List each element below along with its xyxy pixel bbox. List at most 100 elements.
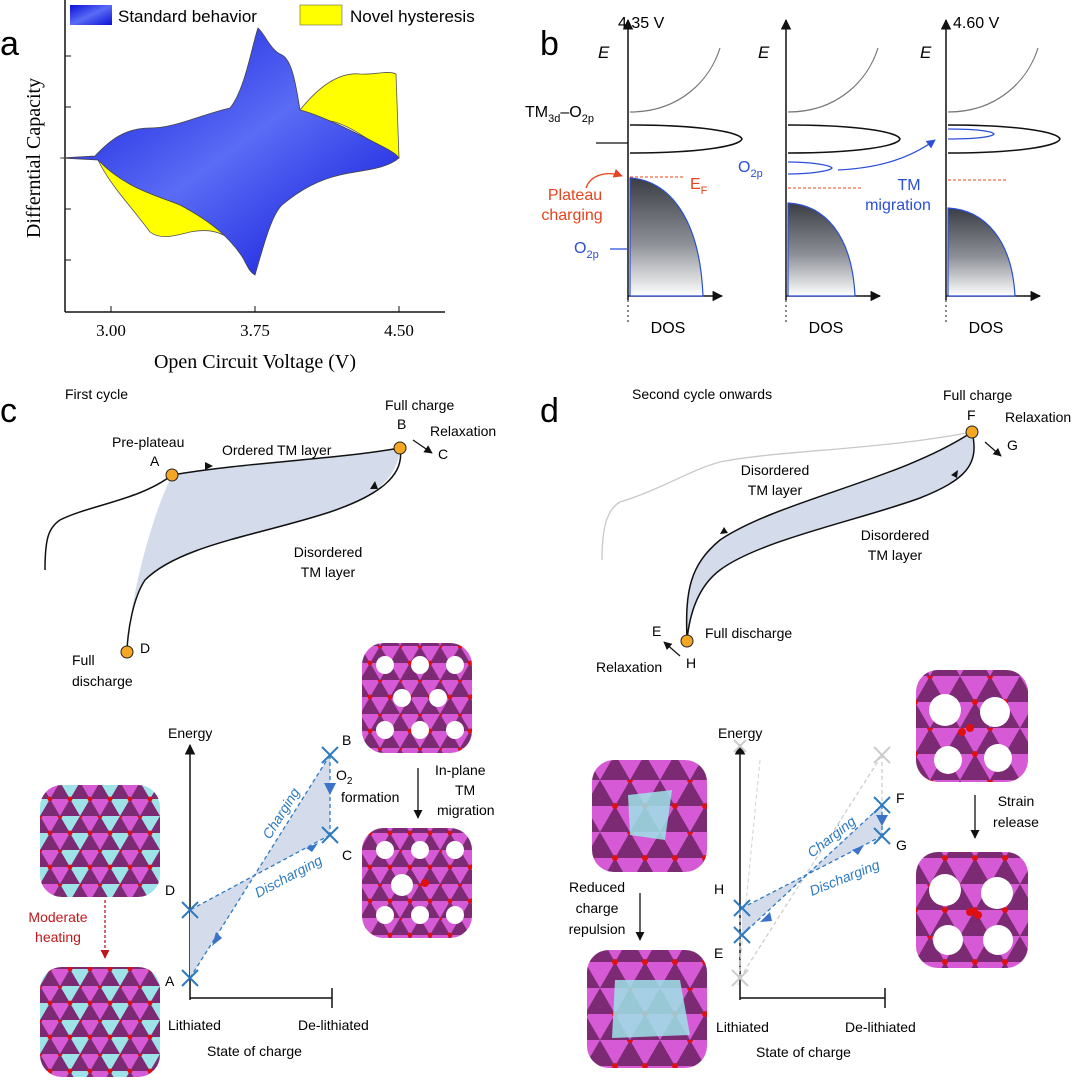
- point-a-label: A: [150, 453, 160, 469]
- xtick-label: 3.75: [240, 321, 270, 340]
- point-a-label: A: [165, 973, 175, 989]
- point-f: [965, 425, 979, 439]
- direction-arrow: [306, 843, 318, 852]
- plateau-label-1: Plateau: [548, 187, 602, 204]
- tm-migration-label-2: migration: [865, 197, 931, 214]
- direction-arrow: [852, 845, 864, 855]
- panel-d-title: Second cycle onwards: [632, 386, 772, 402]
- legend-label-novel: Novel hysteresis: [350, 7, 475, 26]
- dos-label: DOS: [809, 320, 844, 337]
- panel-c-label: c: [0, 392, 17, 430]
- strain-label-1: Strain: [998, 793, 1035, 809]
- energy-axis-label: E: [920, 43, 932, 62]
- cross-a: [181, 969, 199, 987]
- dos-label: DOS: [969, 320, 1004, 337]
- point-b: [393, 441, 407, 455]
- point-c-label: C: [342, 847, 352, 863]
- charging-line: [189, 754, 331, 979]
- o2-label: O2: [336, 767, 353, 787]
- structure-tile-after-repulsion: [587, 950, 707, 1068]
- lithiated-label: Lithiated: [168, 1017, 221, 1033]
- cross-e: [733, 926, 751, 944]
- repulsion-label-3: repulsion: [569, 921, 626, 937]
- relaxation-label: Relaxation: [1005, 409, 1071, 425]
- cross-g: [873, 827, 891, 845]
- cross-b: [321, 746, 339, 764]
- dos-plot-2: [780, 18, 901, 325]
- full-charge-label: Full charge: [385, 397, 454, 413]
- inplane-label-1: In-plane: [435, 762, 486, 778]
- point-h: [680, 634, 694, 648]
- discharging-line: [189, 834, 331, 911]
- discharging-label: Discharging: [807, 856, 882, 899]
- voltage-label-left: 4.35 V: [618, 15, 665, 32]
- soc-label: State of charge: [207, 1043, 302, 1059]
- cross-d: [181, 901, 199, 919]
- cross-h: [733, 899, 751, 917]
- plateau-arrow: [585, 168, 623, 189]
- first-cycle-trace: [601, 431, 973, 561]
- repulsion-label-2: charge: [576, 900, 619, 916]
- structure-tile-pristine: [40, 785, 160, 897]
- dos-label: DOS: [651, 320, 686, 337]
- energy-label: Energy: [168, 725, 212, 741]
- point-d-label: D: [140, 640, 150, 656]
- cross-c: [321, 826, 339, 844]
- disordered-label-2: TM layer: [301, 564, 356, 580]
- discharging-line: [741, 835, 883, 909]
- standard-behavior-area: [59, 27, 400, 276]
- point-b-label: B: [397, 416, 406, 432]
- direction-arrow: [205, 462, 213, 470]
- voltage-label-right: 4.60 V: [953, 15, 1000, 32]
- panel-d: d Second cycle onwards Full charge F Rel…: [540, 386, 1071, 1068]
- point-h-label: H: [686, 655, 696, 671]
- hysteresis-area: [127, 448, 400, 650]
- discharging-label: Discharging: [252, 852, 325, 901]
- point-g-label: G: [1007, 437, 1018, 453]
- point-f-label: F: [896, 790, 905, 806]
- structure-tile-charged: [362, 643, 472, 753]
- plateau-label-2: charging: [541, 207, 602, 224]
- direction-arrow: [876, 815, 888, 826]
- panel-a-label: a: [0, 25, 19, 63]
- full-charge-label: Full charge: [943, 387, 1012, 403]
- ordered-tm-label: Ordered TM layer: [222, 442, 332, 458]
- delithiated-label: De-lithiated: [845, 1019, 916, 1035]
- lithiated-label: Lithiated: [716, 1019, 769, 1035]
- relaxation-label: Relaxation: [430, 423, 496, 439]
- faded-line: [737, 759, 761, 986]
- disordered-label-bottom-1: Disordered: [861, 527, 929, 543]
- cross-faded-b: [873, 746, 891, 764]
- point-a: [165, 468, 179, 482]
- structure-tile-strain-released: [916, 852, 1028, 968]
- discharge-curve: [126, 447, 402, 651]
- structure-tile-migrated: [362, 828, 472, 938]
- relaxation-arrow: [984, 441, 1002, 457]
- repulsion-label-1: Reduced: [569, 879, 625, 895]
- panel-c: c First cycle Full charge B Relaxation C…: [0, 386, 496, 1077]
- charge-curve: [44, 447, 401, 571]
- panel-c-title: First cycle: [65, 386, 128, 402]
- legend-label-standard: Standard behavior: [118, 7, 257, 26]
- structure-tile-before-repulsion: [592, 760, 707, 872]
- cross-faded-top: [733, 739, 747, 753]
- disordered-label-1: Disordered: [294, 544, 362, 560]
- point-e-label: E: [714, 945, 723, 961]
- energy-label: Energy: [718, 725, 762, 741]
- soc-label: State of charge: [756, 1044, 851, 1060]
- tm-migration-arrow: [837, 139, 936, 171]
- tm-migration-label-1: TM: [897, 177, 920, 194]
- xtick-label: 4.50: [384, 321, 414, 340]
- full-discharge-label-2: discharge: [72, 673, 133, 689]
- dos-plot-3: [940, 18, 1061, 325]
- heating-label-2: heating: [35, 929, 81, 945]
- first-cycle-charge-line: [739, 754, 883, 979]
- inplane-label-3: migration: [437, 802, 495, 818]
- point-b-label: B: [342, 732, 351, 748]
- strain-label-2: release: [993, 814, 1039, 830]
- energy-axis-label: E: [598, 43, 610, 62]
- relaxation-arrow-2: [663, 641, 681, 657]
- relaxation-label-2: Relaxation: [596, 659, 662, 675]
- direction-arrow: [212, 932, 222, 946]
